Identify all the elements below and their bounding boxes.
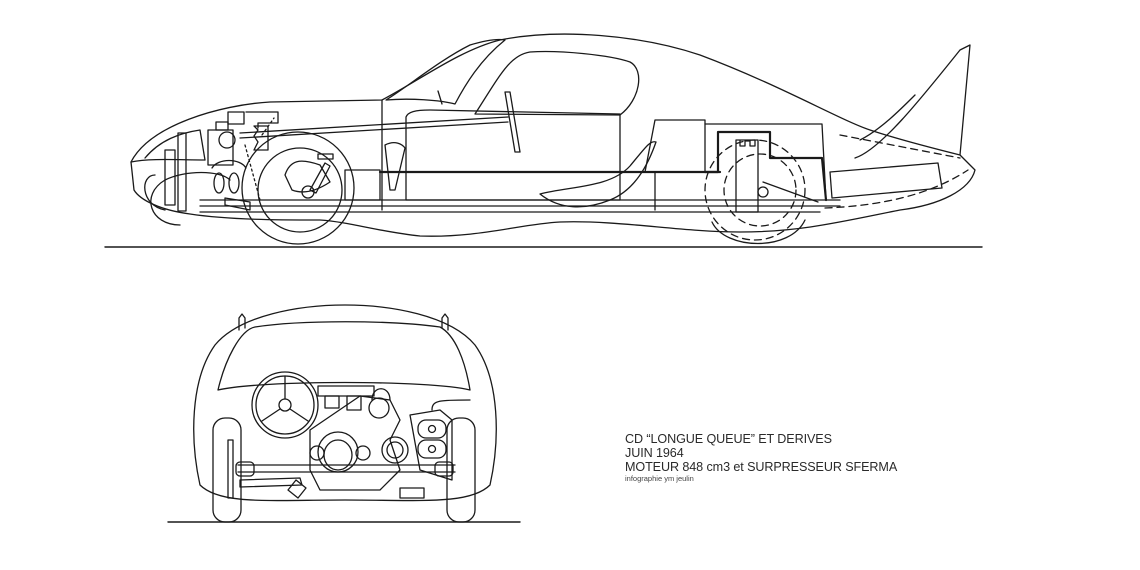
front-engine-box-1 [324,395,340,409]
undertray-dashed [824,169,969,209]
rear-frame [704,123,827,201]
caption: CD “LONGUE QUEUE” ET DERIVES JUIN 1964 M… [625,432,897,484]
caption-title: CD “LONGUE QUEUE” ET DERIVES [625,432,832,446]
front-suspension [284,160,331,193]
front-engine-head [317,385,375,397]
engine-cover [211,159,247,169]
front-right-antenna [441,313,449,331]
exhaust-silencer [829,162,943,199]
front-intake-pipe [431,399,471,411]
front-view [167,304,521,523]
side-window [474,50,640,116]
front-steering-wheel [251,371,319,439]
front-wheel-inner [257,147,343,233]
rear-wheel-dashed [704,139,806,241]
tail-fin-root [859,94,916,141]
front-pulley [381,436,409,464]
carburetor-top [227,111,245,125]
engine-port-1 [213,172,225,194]
front-arch [150,171,231,226]
engine-block [253,125,269,151]
front-engine-top-mount [371,388,391,401]
front-cv-left [235,461,255,477]
front-engine-lug-left [309,445,325,461]
caption-date: JUIN 1964 [625,446,684,460]
nose-window [144,129,206,161]
front-mechanism [144,149,176,211]
front-body-outline [193,304,497,502]
front-supercharger [309,395,401,491]
engine-port-2 [228,172,240,194]
front-radiator [177,132,187,212]
rear-wheel-inner-dashed [723,153,797,227]
nose-inner-line [130,158,206,163]
pedal [384,142,406,191]
steering-wheel-side [504,91,521,153]
rear-engine-outline [703,130,828,202]
front-windscreen [217,321,471,391]
steering-spokes [261,375,309,422]
supercharger-pulley [218,131,236,149]
front-cv-right [434,461,454,477]
front-engine-lug-right [355,445,371,461]
front-pulley-inner [386,441,404,459]
front-intake-lower-hole [427,444,437,454]
windscreen-base [437,90,443,105]
sump-plate [224,197,251,211]
manifold [245,111,279,129]
front-hub [301,185,315,199]
front-intake-upper-hole [427,424,437,434]
front-steering-hub [278,398,292,412]
front-intake-housing [409,409,453,481]
front-left-wheel [212,417,242,523]
body-outline [130,33,976,237]
front-lower-arm [239,477,303,488]
front-wheel [241,131,355,245]
rear-hub [757,186,769,198]
tail-line-dashed [839,134,961,159]
front-engine-top [368,397,390,419]
front-intake-upper [417,419,447,439]
steering-column [239,116,509,139]
rear-wheel-arc [711,219,806,245]
front-engine-box-2 [346,395,362,411]
caption-engine: MOTEUR 848 cm3 et SURPRESSEUR SFERMA [625,460,898,474]
front-right-wheel [446,417,476,523]
front-box [344,169,381,201]
cockpit-box [381,99,621,211]
front-battery [399,487,425,499]
tail-fin [854,44,971,159]
side-view [104,33,983,248]
rear-gearbox [735,139,759,213]
caption-credit: infographie ym jeulin [625,474,694,483]
front-left-brake [227,439,234,499]
front-lower-joint [287,479,307,499]
front-driveshaft [237,464,456,473]
carburetor-cap [215,121,229,131]
rear-driveshaft [762,181,819,203]
front-top-mount [317,153,334,160]
front-left-antenna [238,313,246,331]
sill-sweep [539,141,657,208]
front-intake-lower [417,439,447,459]
